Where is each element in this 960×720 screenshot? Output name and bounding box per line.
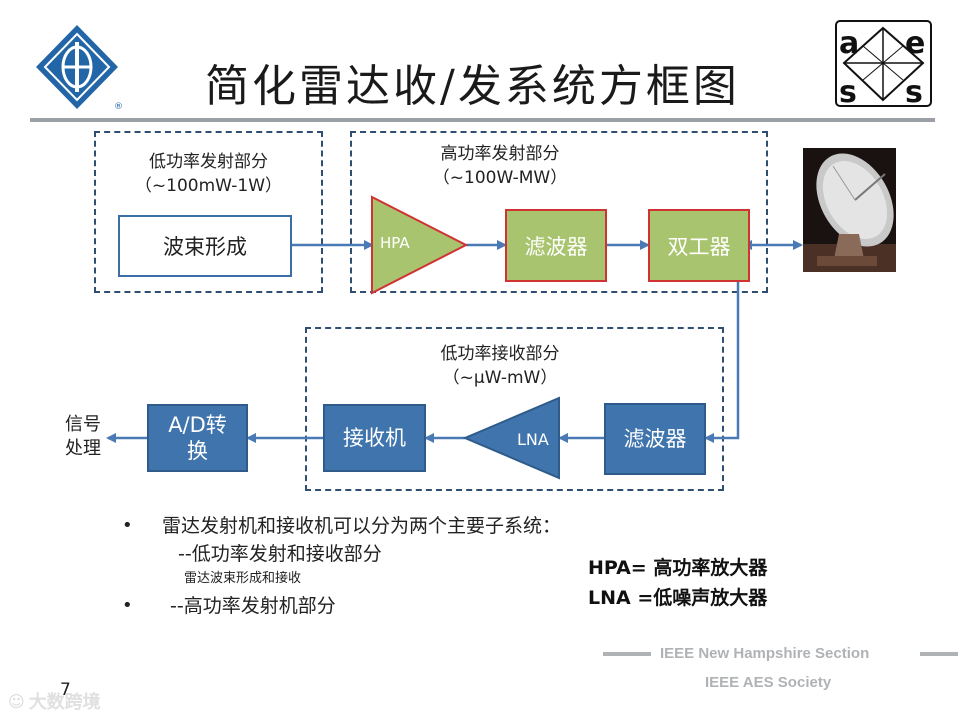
duplexer-label: 双工器 bbox=[668, 231, 731, 261]
watermark-icon: ☺ bbox=[8, 692, 25, 711]
signal-processing-label: 信号 处理 bbox=[60, 413, 106, 461]
tx-filter-block: 滤波器 bbox=[505, 209, 607, 282]
bullet-item: • 雷达发射机和接收机可以分为两个主要子系统： bbox=[122, 512, 682, 540]
watermark-text: 大数跨境 bbox=[29, 688, 101, 714]
receiver-block: 接收机 bbox=[323, 404, 426, 472]
footer-bar-right bbox=[920, 652, 958, 656]
adc-block: A/D转 换 bbox=[147, 404, 248, 472]
bullet-dot: • bbox=[122, 512, 162, 540]
adc-label-line2: 换 bbox=[187, 438, 208, 464]
beamforming-label: 波束形成 bbox=[163, 231, 247, 261]
beamforming-block: 波束形成 bbox=[118, 215, 292, 277]
footer-bar-left bbox=[603, 652, 651, 656]
bullet-dot: • bbox=[122, 592, 170, 620]
output-line1: 信号 bbox=[60, 413, 106, 437]
tx-filter-label: 滤波器 bbox=[525, 231, 588, 261]
abbreviation-hpa: HPA= 高功率放大器 bbox=[588, 553, 767, 583]
rx-filter-label: 滤波器 bbox=[624, 426, 687, 452]
footer-section: IEEE New Hampshire Section bbox=[660, 645, 869, 662]
antenna-photo bbox=[803, 148, 896, 272]
abbreviation-list: HPA= 高功率放大器 LNA =低噪声放大器 bbox=[588, 553, 767, 613]
arrow-duplexer-to-rx-filter bbox=[706, 282, 738, 438]
footer-society: IEEE AES Society bbox=[705, 674, 831, 691]
hpa-label: HPA bbox=[380, 234, 410, 252]
rx-filter-block: 滤波器 bbox=[604, 403, 706, 475]
receiver-label: 接收机 bbox=[343, 425, 406, 451]
lna-label: LNA bbox=[517, 430, 549, 449]
abbreviation-lna: LNA =低噪声放大器 bbox=[588, 583, 767, 613]
bullet-text: --高功率发射机部分 bbox=[170, 592, 336, 620]
output-line2: 处理 bbox=[60, 437, 106, 461]
duplexer-block: 双工器 bbox=[648, 209, 750, 282]
adc-label-line1: A/D转 bbox=[168, 412, 227, 438]
watermark: ☺ 大数跨境 bbox=[8, 688, 101, 714]
bullet-text: 雷达发射机和接收机可以分为两个主要子系统： bbox=[162, 512, 561, 540]
